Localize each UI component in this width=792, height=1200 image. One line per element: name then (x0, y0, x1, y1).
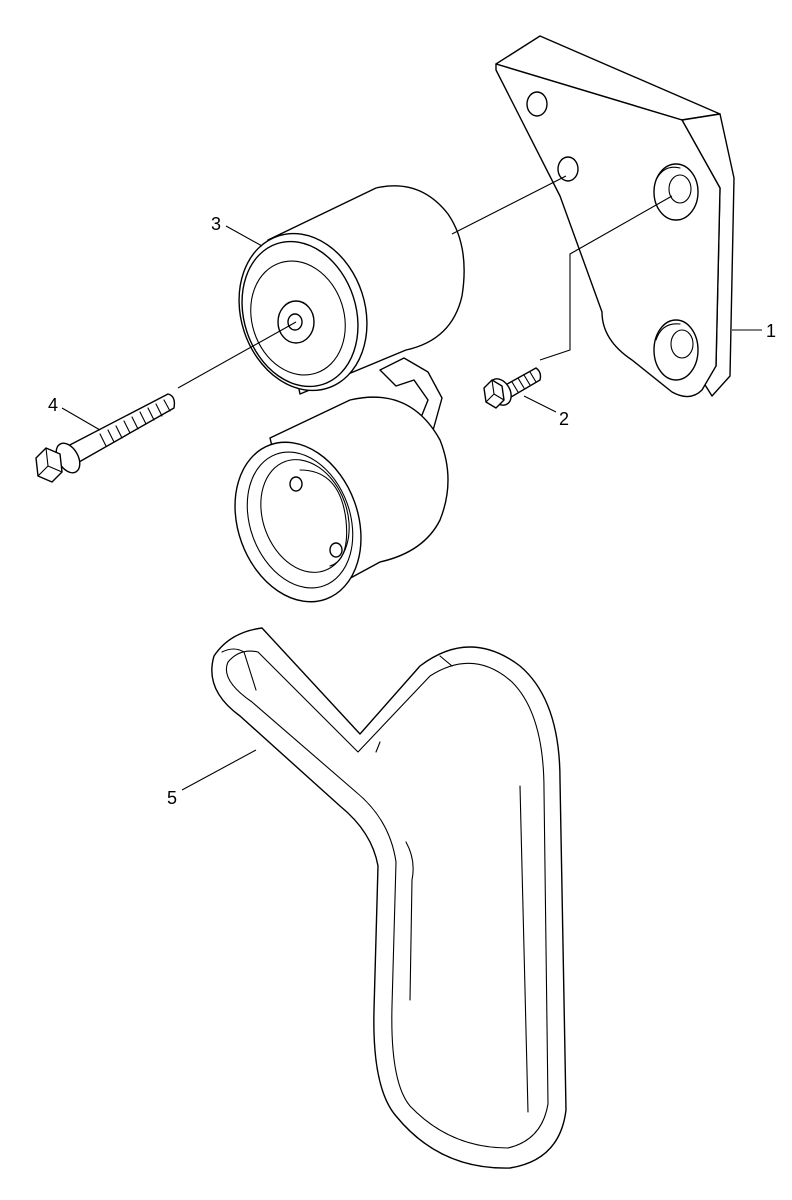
alignment-line-bolt2-to-bracket (539, 195, 673, 361)
callout-label-3: 3 (211, 214, 221, 234)
leader-5 (181, 749, 257, 791)
part-4-long-bolt (35, 393, 176, 483)
tensioner-bolt-hole-2 (329, 542, 343, 558)
callout-leaders (61, 225, 762, 791)
bracket-bore-lower (653, 319, 699, 381)
leader-4 (61, 407, 101, 431)
bracket-bore-upper (653, 163, 699, 221)
part-2-short-bolt (483, 367, 542, 409)
part-5-drive-belt (211, 627, 567, 1169)
alignment-line-bolt4-to-pulley (177, 321, 297, 389)
part-1-mounting-bracket (495, 35, 735, 398)
bracket-hole-mid (557, 156, 579, 182)
leader-2 (523, 395, 557, 413)
callout-label-4: 4 (48, 395, 58, 415)
callout-label-2: 2 (559, 409, 569, 429)
part-3-idler-pulley (238, 185, 465, 395)
callout-label-1: 1 (766, 321, 776, 341)
tensioner-pulley-assembly (234, 357, 449, 603)
alignment-line-pulley-to-bracket (451, 175, 567, 235)
leader-3 (225, 225, 263, 247)
alignment-lines (177, 175, 673, 389)
bracket-hole-top (526, 91, 548, 117)
tensioner-bolt-hole-1 (289, 476, 303, 492)
callout-label-5: 5 (167, 788, 177, 808)
